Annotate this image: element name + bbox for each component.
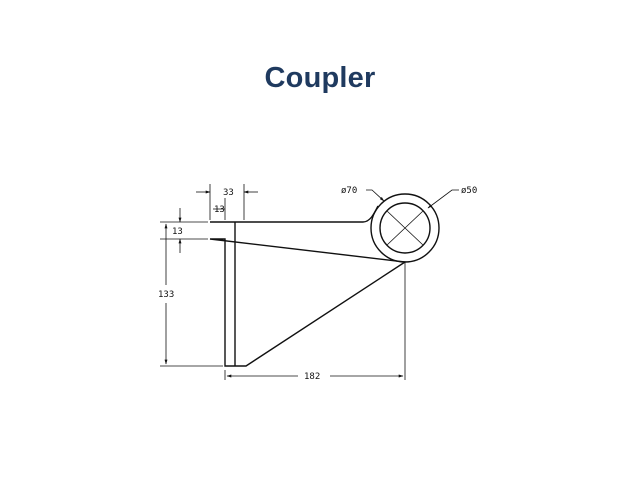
dim-label-outer-diameter: ø70 xyxy=(341,186,357,196)
centerlines xyxy=(386,210,424,246)
leader-outer-diameter xyxy=(366,189,385,202)
inner-bore-circle xyxy=(379,202,431,254)
dim-label-top-width: 33 xyxy=(223,188,234,198)
dim-label-overall-length: 182 xyxy=(304,372,320,382)
dim-label-lip-width: 13 xyxy=(214,205,225,215)
bracket-profile xyxy=(209,205,407,367)
leader-inner-diameter xyxy=(427,189,459,209)
slide-title: Coupler xyxy=(264,62,376,94)
dim-label-inner-diameter: ø50 xyxy=(461,186,477,196)
dimension-lines xyxy=(160,184,459,380)
dim-label-lip-height: 13 xyxy=(172,227,183,237)
dim-label-overall-height: 133 xyxy=(158,290,174,300)
bore-cross-line xyxy=(386,210,424,246)
part-outline xyxy=(209,193,440,367)
